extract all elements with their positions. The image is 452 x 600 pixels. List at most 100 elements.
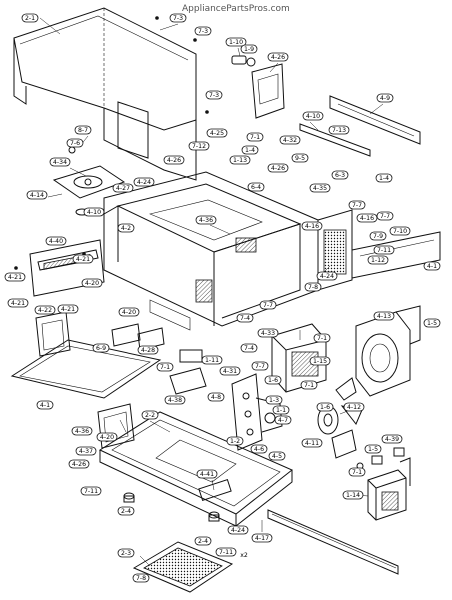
part-label-4-20: 4-20	[118, 307, 140, 317]
part-label-1-5: 1-5	[364, 444, 382, 454]
part-label-7-6: 7-6	[66, 138, 84, 148]
part-label-4-21: 4-21	[4, 272, 26, 282]
part-label-text: 6-9	[96, 345, 106, 352]
part-label-1-2: 1-2	[226, 436, 244, 446]
part-label-4-7: 4-7	[274, 415, 292, 425]
part-label-text: 4-14	[30, 192, 44, 199]
part-label-text: 7-11	[219, 549, 233, 556]
part-label-text: 2-2	[145, 412, 155, 419]
part-label-text: 7-7	[380, 213, 390, 220]
part-label-text: 4-20	[122, 309, 136, 316]
small-components	[331, 429, 405, 470]
part-label-2-2: 2-2	[141, 410, 159, 420]
part-label-1-4: 1-4	[241, 145, 259, 155]
part-label-text: 4-31	[223, 368, 237, 375]
part-label-text: 2-4	[198, 538, 208, 545]
part-label-text: 7-10	[393, 228, 407, 235]
part-label-text: 4-28	[141, 347, 155, 354]
part-label-text: 7-9	[373, 233, 383, 240]
part-label-7-3: 7-3	[205, 90, 223, 100]
part-label-7-11: 7-11	[215, 547, 237, 557]
part-label-text: 4-37	[79, 448, 93, 455]
part-label-text: 4-10	[87, 209, 101, 216]
part-label-7-13: 7-13	[328, 125, 350, 135]
part-label-text: 1-9	[244, 46, 254, 53]
glass-plate	[10, 339, 162, 399]
part-label-7-7: 7-7	[376, 211, 394, 221]
part-label-text: 1-10	[229, 39, 243, 46]
part-label-4-24: 4-24	[133, 177, 155, 187]
part-label-text: 7-1	[304, 382, 314, 389]
part-label-1-6: 1-6	[316, 402, 334, 412]
part-label-1-15: 1-15	[309, 356, 331, 366]
part-label-4-21: 4-21	[72, 254, 94, 264]
part-label-text: 4-22	[38, 307, 52, 314]
part-label-text: 4-21	[8, 274, 22, 281]
part-label-7-1: 7-1	[156, 362, 174, 372]
part-label-4-40: 4-40	[45, 236, 67, 246]
part-label-text: 7-12	[192, 143, 206, 150]
part-label-text: 4-6	[254, 446, 264, 453]
part-label-7-12: 7-12	[188, 141, 210, 151]
part-label-text: 4-24	[137, 179, 151, 186]
part-label-4-6: 4-6	[250, 444, 268, 454]
turntable-support	[52, 146, 126, 216]
part-label-text: 7-11	[84, 488, 98, 495]
part-label-text: 7-3	[209, 92, 219, 99]
part-label-text: 1-5	[427, 320, 437, 327]
part-label-4-24: 4-24	[227, 525, 249, 535]
part-label-text: 4-26	[72, 461, 86, 468]
part-label-text: 4-7	[278, 417, 288, 424]
part-label-text: 7-13	[332, 127, 346, 134]
part-label-4-34: 4-34	[49, 157, 71, 167]
part-label-4-1: 4-1	[423, 261, 441, 271]
part-label-4-21: 4-21	[57, 304, 79, 314]
part-label-4-36: 4-36	[195, 215, 217, 225]
part-label-4-20: 4-20	[96, 432, 118, 442]
part-label-text: 4-12	[347, 404, 361, 411]
part-label-4-11: 4-11	[301, 438, 323, 448]
part-label-text: 1-1	[276, 407, 286, 414]
part-label-text: 4-40	[49, 238, 63, 245]
part-label-text: 7-8	[308, 284, 318, 291]
part-label-7-7: 7-7	[251, 361, 269, 371]
part-label-7-8: 7-8	[132, 573, 150, 583]
part-label-4-1: 4-1	[36, 400, 54, 410]
part-label-text: 4-2	[121, 225, 131, 232]
part-label-text: 1-2	[230, 438, 240, 445]
part-label-7-8: 7-8	[304, 282, 322, 292]
fuse-holder	[231, 55, 256, 67]
part-label-text: 4-26	[271, 165, 285, 172]
leader-lines	[39, 17, 384, 567]
part-label-1-4: 1-4	[375, 173, 393, 183]
part-label-7-4: 7-4	[236, 313, 254, 323]
part-label-9-5: 9-5	[291, 153, 309, 163]
part-label-text: 1-4	[245, 147, 255, 154]
right-side-rail	[351, 231, 441, 279]
part-label-text: 7-8	[136, 575, 146, 582]
part-label-x2: x2	[240, 552, 248, 559]
part-label-text: 8-7	[78, 127, 88, 134]
part-label-text: 1-15	[313, 358, 327, 365]
door-hinge-bracket	[35, 311, 71, 357]
part-label-7-1: 7-1	[348, 467, 366, 477]
part-label-text: 7-1	[250, 134, 260, 141]
part-label-text: 4-24	[231, 527, 245, 534]
part-label-7-11: 7-11	[80, 486, 102, 496]
part-label-text: 6-4	[251, 184, 261, 191]
part-label-6-4: 6-4	[247, 182, 265, 192]
part-label-text: 4-41	[200, 471, 214, 478]
part-label-4-32: 4-32	[279, 135, 301, 145]
part-label-4-28: 4-28	[137, 345, 159, 355]
part-label-text: 4-20	[100, 434, 114, 441]
part-label-text: 1-13	[233, 157, 247, 164]
part-label-7-10: 7-10	[389, 226, 411, 236]
part-label-4-25: 4-25	[206, 128, 228, 138]
part-label-4-39: 4-39	[381, 434, 403, 444]
part-label-text: 9-5	[295, 155, 305, 162]
part-label-text: 1-14	[346, 492, 360, 499]
front-frame	[14, 239, 105, 297]
part-label-text: 7-1	[160, 364, 170, 371]
part-label-text: 7-3	[198, 28, 208, 35]
part-label-text: 4-26	[167, 157, 181, 164]
